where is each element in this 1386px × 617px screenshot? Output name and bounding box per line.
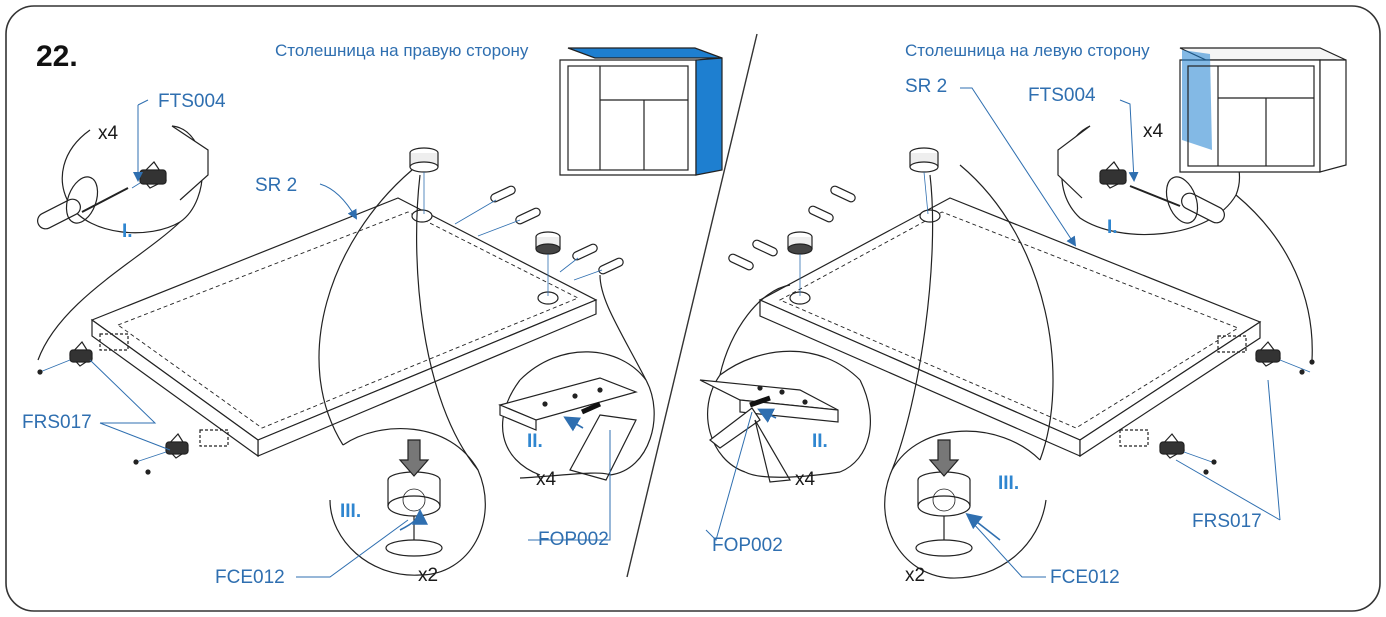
cabinet-icon: [1179, 47, 1347, 173]
quantity-dowels: x4: [795, 469, 816, 490]
connector-icon: [69, 341, 93, 367]
leg-foot-icon: [915, 439, 973, 557]
connector-icon: [1255, 341, 1281, 367]
part-label-fts004: FTS004: [158, 91, 226, 112]
board-dashed-outline: [778, 211, 1240, 429]
outer-frame: [5, 5, 1381, 612]
part-label-sr2: SR 2: [255, 175, 298, 196]
stage-label-1: I.: [1107, 217, 1118, 238]
stage-label-3: III.: [340, 501, 362, 522]
step-number: 22.: [36, 40, 78, 73]
screwdriver-icon: [37, 176, 129, 230]
cabinet-icon: [559, 47, 723, 176]
caption-left-side: Столешница на левую сторону: [905, 41, 1150, 60]
zoom-circle-3: [329, 428, 486, 576]
stage-label-2: II.: [527, 431, 543, 452]
quantity-dowels: x4: [536, 469, 557, 490]
part-label-frs017: FRS017: [22, 412, 92, 433]
part-label-fts004: FTS004: [1028, 85, 1096, 106]
caption-right-side: Столешница на правую сторону: [275, 41, 529, 60]
leg-foot-icon: [535, 231, 561, 296]
connector-icon: [1099, 161, 1127, 189]
board-side: [1079, 320, 1261, 458]
connector-icon: [139, 161, 167, 189]
connector-icon: [165, 433, 189, 459]
right-panel: [699, 47, 1347, 579]
part-label-fop002: FOP002: [712, 535, 783, 556]
leg-foot-icon: [909, 147, 939, 215]
zoom-circle-3: [884, 430, 1047, 579]
stage-label-2: II.: [812, 431, 828, 452]
quantity-screws: x4: [98, 123, 119, 144]
dowel-icon: [728, 185, 856, 271]
left-panel: [37, 47, 723, 578]
dowel-icon: [490, 185, 624, 275]
stage-label-3: III.: [998, 473, 1020, 494]
leg-foot-icon: [385, 439, 443, 557]
leg-foot-icon: [409, 147, 439, 214]
part-label-fce012: FCE012: [215, 567, 285, 588]
divider-line: [626, 33, 758, 578]
part-label-fce012: FCE012: [1050, 567, 1120, 588]
stage-label-1: I.: [122, 221, 133, 242]
part-label-sr2: SR 2: [905, 76, 948, 97]
quantity-screws: x4: [1143, 121, 1164, 142]
dowel-icon: [569, 401, 637, 481]
board-side: [91, 318, 259, 458]
quantity-legs: x2: [905, 565, 926, 586]
part-label-fop002: FOP002: [538, 529, 609, 550]
leg-foot-icon: [787, 231, 813, 296]
board-top: [758, 197, 1262, 441]
screwdriver-icon: [1129, 176, 1225, 224]
quantity-legs: x2: [418, 565, 439, 586]
connector-icon: [1159, 433, 1185, 459]
dowel-icon: [709, 395, 791, 483]
part-label-frs017: FRS017: [1192, 511, 1262, 532]
